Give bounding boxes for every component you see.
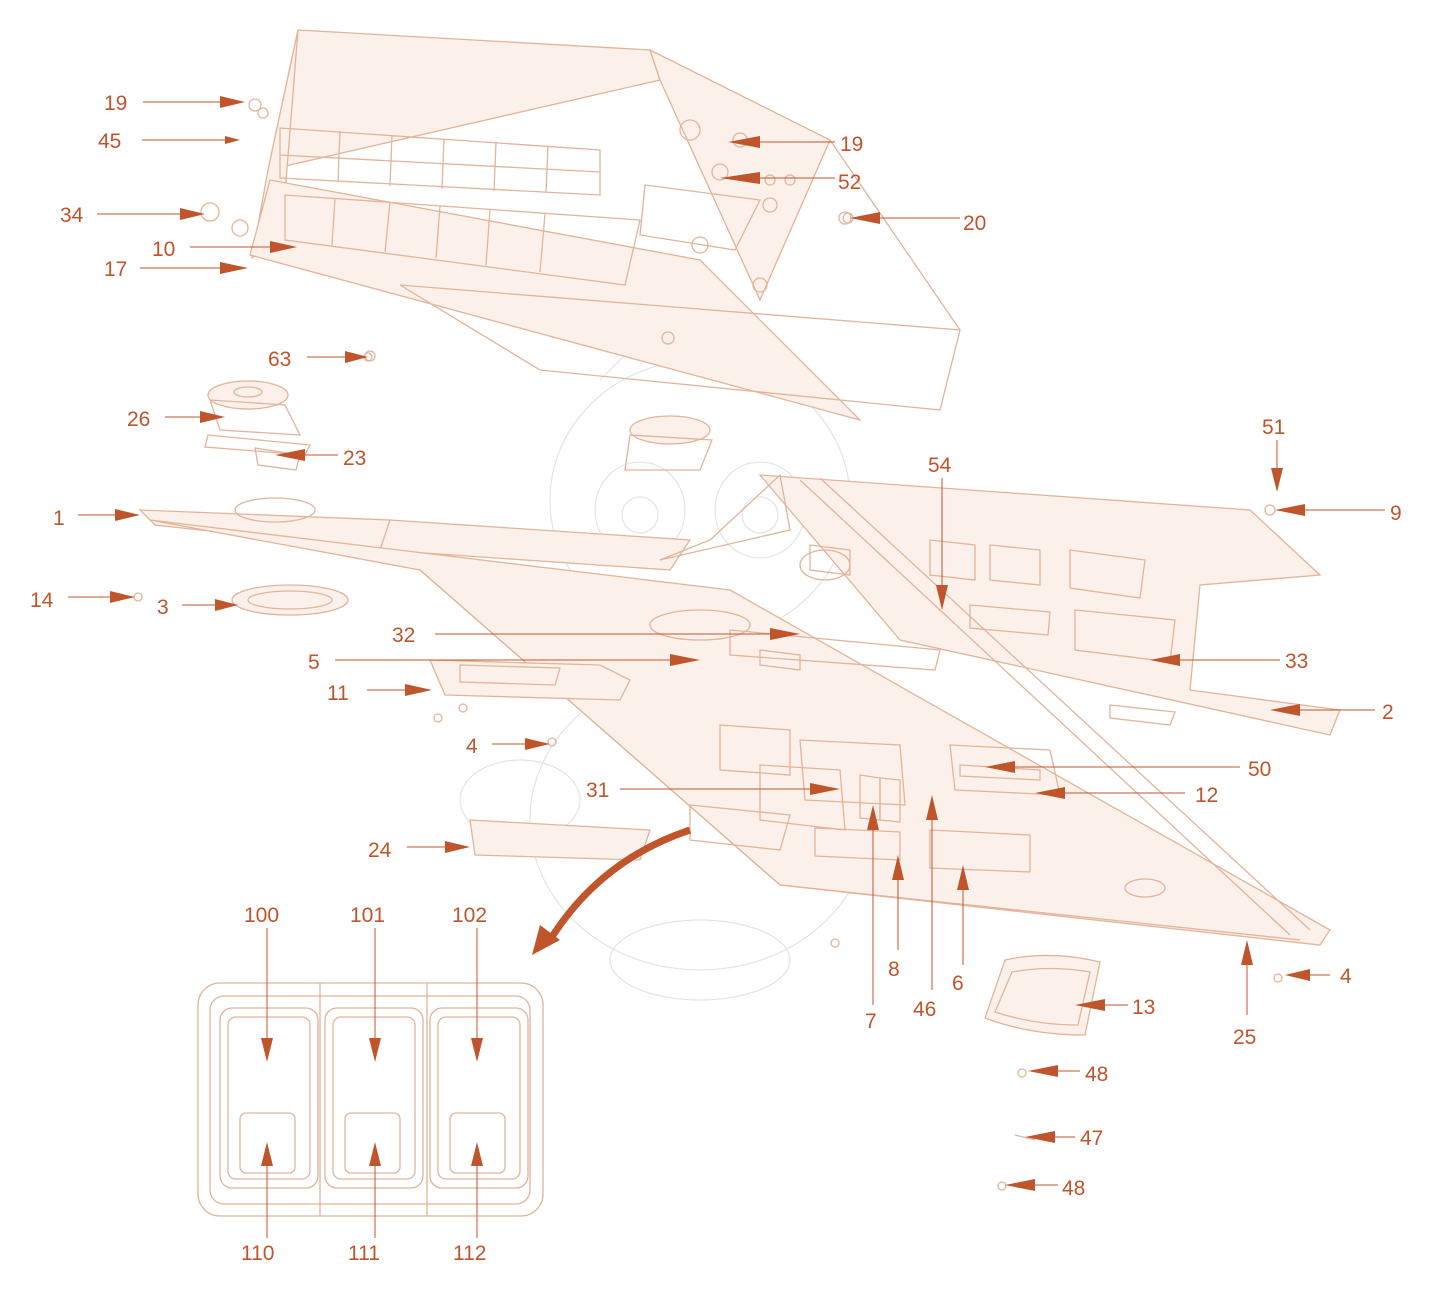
small-parts — [133, 212, 1283, 1191]
callout-3: 3 — [157, 596, 169, 619]
callout-12: 12 — [1195, 784, 1218, 807]
callout-1: 1 — [53, 507, 65, 530]
callout-102: 102 — [452, 904, 487, 927]
console-grid — [279, 127, 641, 286]
callout-17: 17 — [104, 258, 127, 281]
callout-25: 25 — [1233, 1026, 1256, 1049]
callout-4b: 4 — [1340, 965, 1352, 988]
callout-100: 100 — [244, 904, 279, 927]
callout-47: 47 — [1080, 1127, 1103, 1150]
callout-48b: 48 — [1062, 1177, 1085, 1200]
callout-6: 6 — [952, 972, 964, 995]
callout-32: 32 — [392, 624, 415, 647]
speaker-parts — [204, 380, 713, 471]
callout-2: 2 — [1382, 701, 1394, 724]
callout-33: 33 — [1285, 650, 1308, 673]
callout-50: 50 — [1248, 758, 1271, 781]
callout-110: 110 — [241, 1242, 274, 1265]
callout-48a: 48 — [1085, 1063, 1108, 1086]
detail-arrow — [532, 826, 692, 955]
callout-101: 101 — [350, 904, 385, 927]
callout-4a: 4 — [466, 735, 478, 758]
callout-52: 52 — [838, 171, 861, 194]
callout-54: 54 — [928, 454, 952, 477]
callout-leaders — [68, 96, 1385, 1238]
switch-panel-detail — [197, 982, 544, 1217]
upper-console-box — [200, 29, 961, 422]
callout-19a: 19 — [104, 92, 127, 115]
callout-31: 31 — [586, 779, 609, 802]
callout-111: 111 — [348, 1242, 380, 1265]
callout-13: 13 — [1132, 996, 1155, 1019]
lower-dash-panel — [138, 473, 1341, 946]
callout-5: 5 — [308, 651, 320, 674]
callout-19b: 19 — [840, 133, 863, 156]
callout-9: 9 — [1390, 502, 1402, 525]
callout-45: 45 — [98, 130, 121, 153]
callout-14: 14 — [30, 589, 54, 612]
callout-46: 46 — [913, 998, 936, 1021]
callout-labels: 19 45 34 10 17 19 52 20 63 26 23 1 51 9 … — [30, 92, 1402, 1265]
callout-26: 26 — [127, 408, 150, 431]
callout-8: 8 — [888, 958, 900, 981]
callout-112: 112 — [453, 1242, 486, 1265]
callout-20: 20 — [963, 212, 986, 235]
callout-10: 10 — [152, 238, 175, 261]
callout-24: 24 — [368, 839, 392, 862]
callout-23: 23 — [343, 447, 366, 470]
callout-63: 63 — [268, 348, 291, 371]
callout-34: 34 — [60, 204, 84, 227]
callout-51: 51 — [1262, 416, 1285, 439]
callout-11: 11 — [327, 682, 349, 705]
callout-7: 7 — [865, 1010, 877, 1033]
